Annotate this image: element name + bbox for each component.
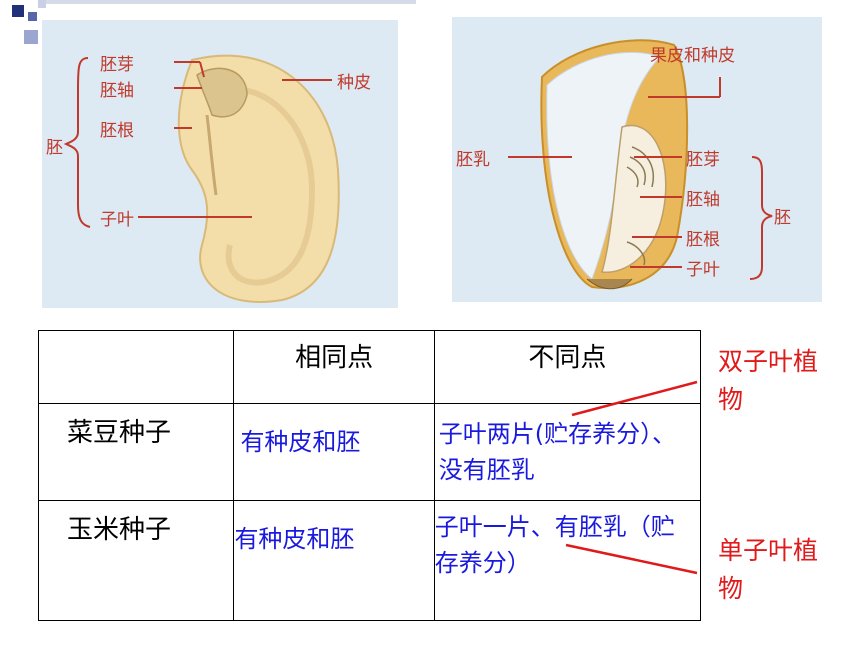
comparison-table: 相同点 不同点 菜豆种子 有种皮和胚 子叶两片(贮存养分）、没有胚乳 玉米种子 …: [37, 330, 702, 621]
corner-square-1: [12, 5, 24, 17]
corn-hypocotyl-label: 胚轴: [686, 190, 720, 210]
row-different-bean: 子叶两片(贮存养分）、没有胚乳: [433, 403, 702, 501]
corn-embryo-label: 胚: [774, 208, 791, 228]
row-same-bean: 有种皮和胚: [233, 403, 435, 501]
row-different-corn: 子叶一片、有胚乳（贮存养分）: [433, 500, 702, 621]
table-header-row: 相同点 不同点: [37, 330, 702, 404]
corner-square-2: [28, 12, 37, 21]
row-name-bean: 菜豆种子: [37, 403, 235, 501]
row-name-corn: 玉米种子: [37, 500, 235, 621]
bean-embryo-label: 胚: [46, 138, 63, 158]
corn-plumule-label: 胚芽: [686, 150, 720, 170]
corn-seed-illustration: [508, 39, 773, 290]
corner-square-4: [38, 0, 46, 8]
table-row: 玉米种子 有种皮和胚 子叶一片、有胚乳（贮存养分）: [37, 500, 702, 621]
header-empty-cell: [37, 330, 235, 404]
header-different: 不同点: [433, 330, 702, 404]
row-same-corn: 有种皮和胚: [233, 500, 435, 621]
bean-seed-illustration: [63, 54, 340, 303]
corner-strip: [46, 0, 416, 4]
dicot-annotation: 双子叶植物: [718, 347, 819, 414]
corn-endosperm-label: 胚乳: [456, 150, 490, 170]
corn-pericarp-label: 果皮和种皮: [650, 46, 735, 66]
bean-plumule-label: 胚芽: [100, 55, 134, 75]
bean-radicle-label: 胚根: [100, 121, 134, 141]
corn-radicle-label: 胚根: [686, 230, 720, 250]
table-row: 菜豆种子 有种皮和胚 子叶两片(贮存养分）、没有胚乳: [37, 403, 702, 501]
bean-seed-coat-label: 种皮: [337, 73, 371, 93]
corn-seed-diagram: 果皮和种皮 胚乳 胚芽 胚轴 胚根 子叶 胚: [452, 17, 822, 302]
corn-cotyledon-label: 子叶: [686, 260, 720, 280]
bean-hypocotyl-label: 胚轴: [100, 81, 134, 101]
corner-square-3: [24, 30, 38, 44]
header-same: 相同点: [233, 330, 435, 404]
monocot-annotation: 单子叶植物: [718, 536, 819, 603]
bean-seed-diagram: 胚芽 胚轴 胚根 子叶 种皮 胚: [42, 20, 398, 308]
bean-cotyledon-label: 子叶: [100, 210, 134, 230]
